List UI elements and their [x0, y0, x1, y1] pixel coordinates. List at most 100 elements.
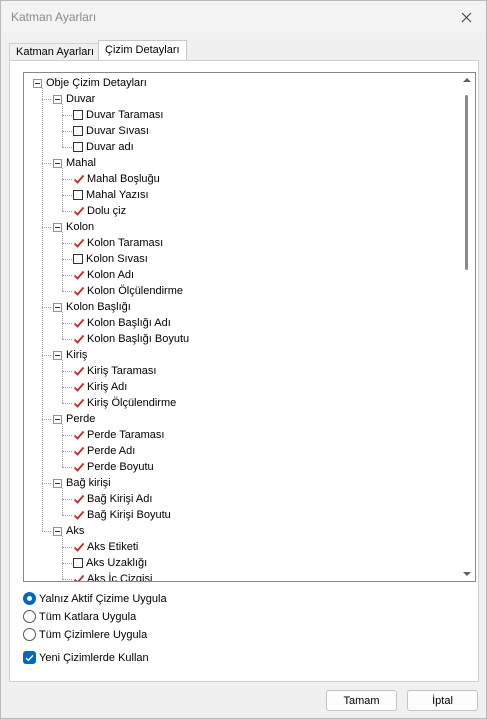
tree-node-item[interactable]: Duvar adı	[73, 139, 134, 155]
radio-indicator[interactable]	[23, 628, 36, 641]
scroll-up-arrow-icon[interactable]	[463, 78, 471, 82]
cancel-button[interactable]: İptal	[407, 690, 478, 711]
red-check-icon[interactable]	[73, 333, 85, 345]
radio-all-drawings[interactable]: Tüm Çizimlere Uygula	[23, 628, 147, 641]
tree-node-item[interactable]: Kiriş Taraması	[73, 363, 156, 379]
red-check-icon[interactable]	[73, 381, 85, 393]
collapse-icon[interactable]	[53, 302, 62, 312]
red-check-icon[interactable]	[73, 541, 85, 553]
checkbox-icon[interactable]	[73, 190, 83, 200]
collapse-icon[interactable]	[53, 526, 62, 536]
tree-node-label: Perde Taraması	[87, 429, 165, 441]
collapse-icon[interactable]	[53, 350, 62, 360]
tree-node-item[interactable]: Mahal Yazısı	[73, 187, 149, 203]
red-check-icon[interactable]	[73, 285, 85, 297]
tree-node-item[interactable]: Bağ Kirişi Boyutu	[73, 507, 171, 523]
checkbox-icon[interactable]	[73, 126, 83, 136]
tree-node-group[interactable]: Kolon	[53, 219, 94, 235]
tree-node-item[interactable]: Duvar Taraması	[73, 107, 163, 123]
red-check-icon[interactable]	[73, 461, 85, 473]
tree-node-group[interactable]: Perde	[53, 411, 95, 427]
tree-node-group[interactable]: Kiriş	[53, 347, 87, 363]
red-check-icon[interactable]	[73, 365, 85, 377]
red-check-icon[interactable]	[73, 269, 85, 281]
checkbox-new-drawings[interactable]: Yeni Çizimlerde Kullan	[23, 651, 149, 664]
tree-node-item[interactable]: Perde Taraması	[73, 427, 164, 443]
collapse-icon[interactable]	[53, 478, 62, 488]
tab-katman-ayarlari[interactable]: Katman Ayarları	[9, 43, 102, 60]
red-check-icon[interactable]	[73, 493, 85, 505]
checkbox-icon[interactable]	[73, 558, 83, 568]
tab-cizim-detaylari[interactable]: Çizim Detayları	[98, 40, 187, 60]
ok-button[interactable]: Tamam	[326, 690, 397, 711]
collapse-icon[interactable]	[53, 414, 62, 424]
tree-node-item[interactable]: Mahal Boşluğu	[73, 171, 160, 187]
close-button[interactable]	[452, 5, 480, 29]
tree-node-label: Kolon Ölçülendirme	[87, 285, 183, 297]
radio-all-floors[interactable]: Tüm Katlara Uygula	[23, 610, 136, 623]
tree-node-label: Perde Adı	[87, 445, 136, 457]
tree-node-item[interactable]: Kolon Başlığı Boyutu	[73, 331, 189, 347]
tree-node-item[interactable]: Aks Etiketi	[73, 539, 138, 555]
checkbox-icon[interactable]	[73, 142, 83, 152]
red-check-icon[interactable]	[73, 509, 85, 521]
red-check-icon[interactable]	[73, 397, 85, 409]
tree-node-group[interactable]: Mahal	[53, 155, 96, 171]
collapse-icon[interactable]	[33, 78, 42, 88]
vertical-scrollbar[interactable]	[459, 73, 475, 581]
red-check-icon[interactable]	[73, 429, 85, 441]
red-check-icon[interactable]	[73, 237, 85, 249]
radio-active-drawing[interactable]: Yalnız Aktif Çizime Uygula	[23, 592, 167, 605]
tree-connector-line	[62, 579, 72, 580]
tree-node-item[interactable]: Perde Boyutu	[73, 459, 154, 475]
red-check-icon[interactable]	[73, 445, 85, 457]
tree-node-item[interactable]: Kolon Sıvası	[73, 251, 148, 267]
tree-node-label: Perde	[66, 413, 96, 425]
tree-node-group[interactable]: Duvar	[53, 91, 95, 107]
scroll-down-arrow-icon[interactable]	[463, 572, 471, 576]
tree-connector-line	[42, 531, 51, 532]
tree-node-group[interactable]: Bağ kirişi	[53, 475, 111, 491]
tree-node-item[interactable]: Bağ Kirişi Adı	[73, 491, 152, 507]
tree-node-item[interactable]: Kolon Taraması	[73, 235, 163, 251]
tree-connector-line	[42, 99, 51, 100]
collapse-icon[interactable]	[53, 158, 62, 168]
collapse-icon[interactable]	[53, 222, 62, 232]
checkbox-indicator[interactable]	[23, 651, 36, 664]
checkbox-icon[interactable]	[73, 254, 83, 264]
tree-node-item[interactable]: Kolon Ölçülendirme	[73, 283, 183, 299]
tree-connector-line	[42, 163, 51, 164]
tree-node-item[interactable]: Kiriş Ölçülendirme	[73, 395, 176, 411]
tree-node-item[interactable]: Kiriş Adı	[73, 379, 127, 395]
radio-indicator[interactable]	[23, 610, 36, 623]
red-check-icon[interactable]	[73, 173, 85, 185]
checkbox-label: Yeni Çizimlerde Kullan	[39, 651, 149, 664]
tree-node-group[interactable]: Obje Çizim Detayları	[33, 75, 147, 91]
tree-node-item[interactable]: Aks İç Çizgisi	[73, 571, 152, 581]
tree-node-label: Kolon	[66, 221, 95, 233]
red-check-icon[interactable]	[73, 573, 85, 581]
tree-node-group[interactable]: Aks	[53, 523, 84, 539]
tree-connector-line	[42, 88, 43, 531]
tree-node-item[interactable]: Aks Uzaklığı	[73, 555, 147, 571]
tree-node-item[interactable]: Dolu çiz	[73, 203, 126, 219]
tree-node-label: Kiriş Ölçülendirme	[87, 397, 177, 409]
collapse-icon[interactable]	[53, 94, 62, 104]
tree-node-item[interactable]: Duvar Sıvası	[73, 123, 149, 139]
title-bar: Katman Ayarları	[1, 1, 486, 33]
scroll-thumb[interactable]	[465, 95, 468, 270]
tree-node-item[interactable]: Perde Adı	[73, 443, 135, 459]
tree-node-item[interactable]: Kolon Adı	[73, 267, 134, 283]
radio-indicator[interactable]	[23, 592, 36, 605]
tree-node-label: Bağ kirişi	[66, 477, 111, 489]
tree-node-label: Kolon Başlığı	[66, 301, 131, 313]
tree-connector-line	[62, 168, 63, 211]
red-check-icon[interactable]	[73, 205, 85, 217]
tree-node-group[interactable]: Kolon Başlığı	[53, 299, 131, 315]
red-check-icon[interactable]	[73, 317, 85, 329]
tree-node-item[interactable]: Kolon Başlığı Adı	[73, 315, 171, 331]
checkbox-icon[interactable]	[73, 110, 83, 120]
tree-connector-line	[62, 259, 72, 260]
